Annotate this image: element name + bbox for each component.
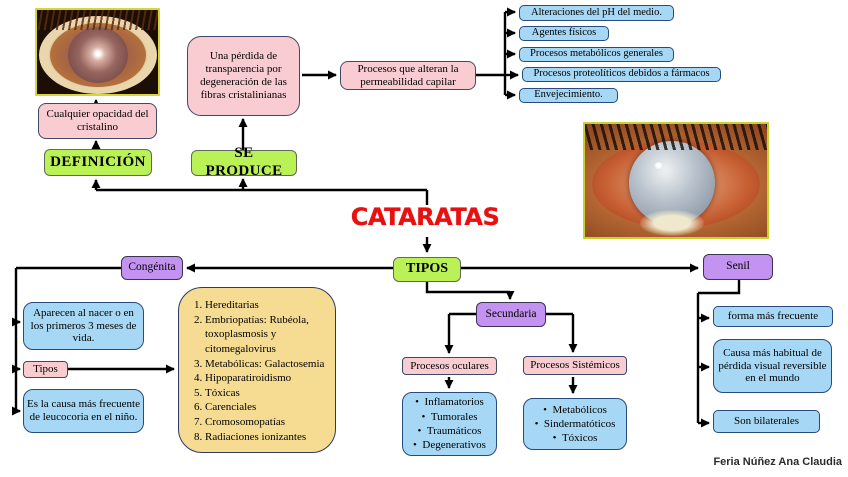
eyelashes: [585, 124, 767, 150]
tipos-label: TIPOS: [393, 257, 461, 282]
senil-fact: Son bilaterales: [713, 410, 820, 433]
congenita-label: Congénita: [121, 256, 183, 280]
procesos-oculares-items: InflamatoriosTumoralesTraumáticosDegener…: [413, 395, 486, 452]
list-item: Metabólicos: [535, 403, 616, 417]
author-credit: Feria Núñez Ana Claudia: [713, 456, 842, 468]
mature-cataract-photo: [583, 122, 769, 239]
list-item: Cromosomopatías: [205, 415, 329, 430]
list-item: Hereditarias: [205, 298, 329, 313]
cause-box: Alteraciones del pH del medio.: [519, 5, 674, 21]
light-reflex: [654, 162, 664, 170]
senil-fact: forma más frecuente: [713, 306, 833, 327]
cause-box: Procesos proteolíticos debidos a fármaco…: [522, 67, 721, 82]
cause-box: Agentes físicos: [519, 26, 609, 41]
list-item: Tóxicos: [535, 431, 616, 445]
se-produce-label: SE PRODUCE: [191, 145, 297, 179]
procesos-sistemicos-items: MetabólicosSindermatóticosTóxicos: [535, 403, 616, 446]
list-item: Degenerativos: [413, 438, 486, 452]
mechanism-box: Procesos que alteran la permeabilidad ca…: [340, 61, 476, 90]
procesos-oculares-items-box: InflamatoriosTumoralesTraumáticosDegener…: [402, 392, 497, 456]
senil-fact: Causa más habitual de pérdida visual rev…: [713, 339, 832, 393]
list-item: Tóxicas: [205, 386, 329, 401]
page-title: CATARATAS: [350, 203, 500, 231]
list-item: Metabólicas: Galactosemia: [205, 357, 329, 372]
eyelashes: [37, 10, 158, 30]
cataract-fundus-photo: [35, 8, 160, 96]
definition-note: Cualquier opacidad del cristalino: [38, 103, 157, 139]
list-item: Embriopatías: Rubéola, toxoplasmosis y c…: [205, 313, 329, 357]
congenita-tipos-list-box: HereditariasEmbriopatías: Rubéola, toxop…: [178, 287, 336, 453]
se-produce-note: Una pérdida de transparencia por degener…: [187, 36, 300, 116]
opacified-lens: [67, 27, 128, 84]
cause-box: Envejecimiento.: [519, 88, 618, 103]
senil-label: Senil: [703, 254, 773, 280]
congenita-tipos-label: Tipos: [23, 361, 68, 378]
list-item: Traumáticos: [413, 424, 486, 438]
congenita-fact: Aparecen al nacer o en los primeros 3 me…: [23, 302, 144, 350]
list-item: Carenciales: [205, 400, 329, 415]
list-item: Radiaciones ionizantes: [205, 430, 329, 445]
cause-box: Procesos metabólicos generales: [519, 47, 674, 62]
definition-label: DEFINICIÓN: [44, 149, 152, 176]
congenita-fact: Es la causa más frecuente de leucocoria …: [23, 389, 144, 433]
list-item: Tumorales: [413, 410, 486, 424]
cataract-highlight: [640, 210, 705, 237]
list-item: Hipoparatiroidismo: [205, 371, 329, 386]
procesos-sistemicos-items-box: MetabólicosSindermatóticosTóxicos: [523, 398, 627, 450]
procesos-sistemicos-label: Procesos Sistémicos: [523, 356, 627, 375]
list-item: Sindermatóticos: [535, 417, 616, 431]
list-item: Inflamatorios: [413, 395, 486, 409]
procesos-oculares-label: Procesos oculares: [402, 357, 497, 375]
secundaria-label: Secundaria: [476, 302, 546, 327]
congenita-tipos-list: HereditariasEmbriopatías: Rubéola, toxop…: [183, 298, 331, 444]
